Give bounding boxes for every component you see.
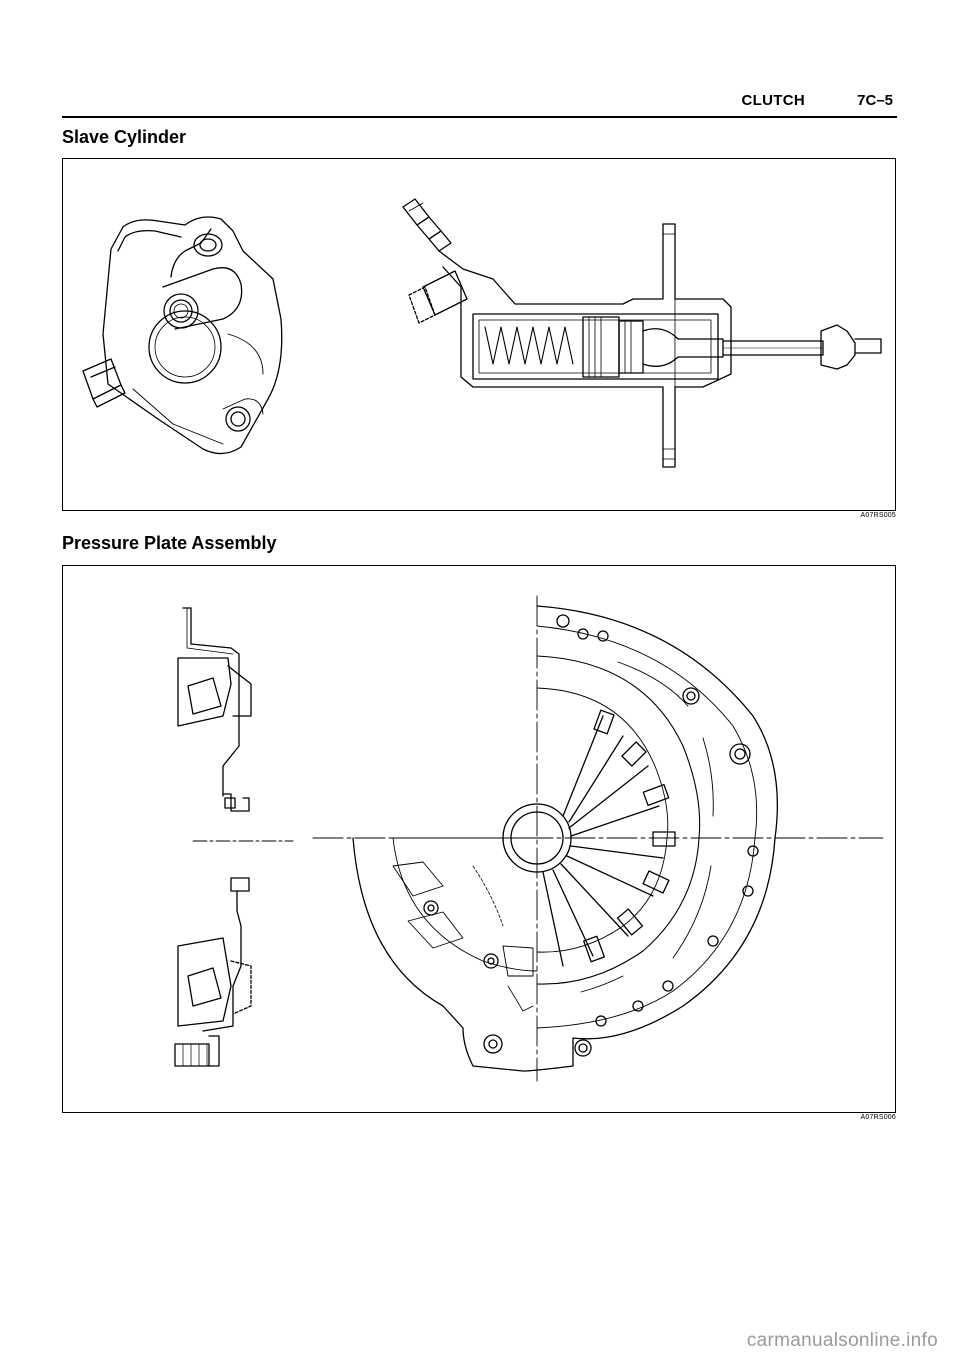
header-page-number: 7C–5 <box>857 92 893 109</box>
pressure-plate-front-view <box>352 605 779 1072</box>
pressure-plate-title: Pressure Plate Assembly <box>62 533 277 553</box>
pressure-plate-drawing <box>174 595 884 1082</box>
slave-cylinder-figure <box>62 158 896 511</box>
slave-cylinder-figure-code: A07RS005 <box>860 512 896 519</box>
slave-cylinder-title: Slave Cylinder <box>62 127 187 147</box>
pressure-plate-figure <box>62 565 896 1113</box>
slave-cylinder-cutaway-view <box>402 198 882 468</box>
source-watermark: carmanualsonline.info <box>746 1330 938 1351</box>
pressure-plate-section-upper <box>177 607 252 812</box>
pressure-plate-figure-code: A07RS006 <box>860 1114 896 1121</box>
pressure-plate-section-lower <box>174 877 252 1067</box>
slave-cylinder-exterior-view <box>82 216 283 455</box>
slave-cylinder-drawing <box>82 198 882 468</box>
header-section-title: CLUTCH <box>741 92 805 109</box>
page-header: CLUTCH 7C–5 <box>62 86 897 118</box>
assembly-center-lines <box>192 595 884 1082</box>
